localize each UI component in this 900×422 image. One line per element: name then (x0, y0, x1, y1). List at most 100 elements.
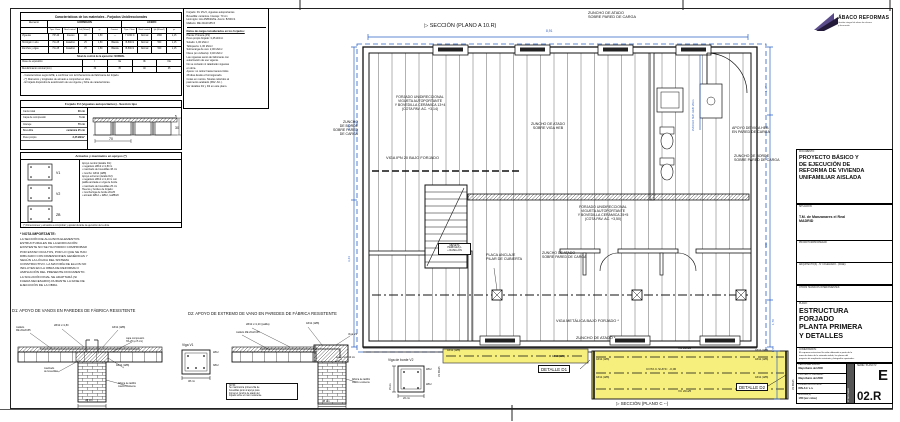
plan-annotation: ZUNCHO DE BORDE SOBRE PARED DE CARGA (734, 154, 780, 163)
plan-annotation: DETALLE D1 (538, 365, 571, 374)
detail-annotation: fábrica de ladrillo macizo existente (118, 382, 137, 388)
detail-annotation: capa compresión HA-25 (e=5 cm) (126, 337, 145, 343)
armado-note-line: • armado 2Ø12 + 2Ø12, 1eØ8/20 (82, 194, 119, 198)
svg-text:ZB: ZB (56, 213, 61, 217)
table-footnote: - El forjado dispondrá de autorización d… (23, 81, 111, 84)
note-line: Solado: 1,00 kN/m² (186, 41, 209, 45)
armado-note-line: • negativos 2Ø12 L=1,80 m (82, 165, 113, 169)
detail-annotation: fábrica de ladrillo macizo existente (352, 378, 371, 384)
detail-annotation: 38 cm (188, 380, 196, 383)
forjado-schematic: 70 30 5 (88, 108, 181, 149)
table-row: Hormigón in situ HA-25 Estadíst. 25 1,50… (21, 40, 181, 47)
column-header: fyk (N/mm²) (152, 27, 168, 33)
note-line: Forjado: FU 25+5, viguetas autoportantes (186, 11, 235, 14)
table-row: Zunchos y vigas HA-25 Estadíst. 25 1,50 … (21, 47, 181, 54)
svg-text:V1: V1 (56, 171, 60, 175)
column-header: Nivel control (63, 27, 78, 33)
column-header: Tipo- Clase (122, 27, 138, 33)
sheet-title: ESTRUCTURA FORJADO PLANTA PRIMERA Y DETA… (799, 305, 863, 340)
note-line: LA SECCIÓN DE ALGUNOS ELEMENTOS (20, 237, 80, 241)
detail-annotation: 2Ø12 (426, 384, 432, 386)
detail-annotation: mallazo ME 20x20 Ø5 (236, 331, 260, 334)
detail-annotation: 25 cm (389, 383, 392, 390)
svg-text:70: 70 (109, 137, 113, 141)
note-line: autorización de uso vigente. (186, 59, 219, 63)
note-line: Nieve (en cubierta): 0,40 kN/m² (186, 52, 223, 56)
armado-note-line: • zuncho: 1Ø12 (1Ø8) (82, 171, 107, 175)
note-line: POR ESTAR OCULTOS, POR LO QUE SE HAN (20, 249, 87, 254)
note-line: pavimento acabado (PAV. AC.). (186, 81, 223, 85)
group-header-concrete: HORMIGÓN (48, 21, 123, 27)
dimension-label: 8,91 (546, 29, 553, 33)
dimension-label: 1,17 (764, 86, 768, 92)
note-line: Las viguetas serán de fabricante con (186, 55, 229, 59)
detail-annotation: 3Ø12 (213, 365, 219, 367)
materials-table-title: Características de los materiales - Forj… (21, 13, 181, 21)
note-line: Mallazo: ME 20x20 Ø5-5 (186, 22, 216, 26)
plan-annotation: ZUNCHO DE ATADO SOBRE PARED DE CARGA (588, 11, 637, 20)
note-line: Bovedilla: cerámica. Intereje: 70 cm (186, 14, 228, 18)
spec-row: Canto total 30 cm (21, 108, 87, 115)
title-block-arquitecto: ARQUITECTO(S) - Nº COLEGIADO - (FASE): (796, 262, 893, 286)
plan-annotation: 1Ø12 (1Ø8) (552, 355, 566, 358)
column-header: Tipo- Clase (48, 27, 63, 33)
note-line: EXISTENTE NO SE HA PODIDO COMPROBAR (20, 245, 87, 250)
important-note: * NOTA IMPORTANTE: LA SECCIÓN DE ALGUNOS… (20, 232, 112, 287)
dimension-label: 3,44 (347, 256, 351, 262)
title-field: ESCALA(S): 1/50 (ver cotas) (798, 394, 817, 401)
note-line: Peso propio forjado: 3,45 kN/m² (186, 37, 224, 41)
armado-box: Armados y macizados en apoyos (*) V1 V2 … (20, 152, 182, 228)
spec-row: Intereje 70 cm (21, 122, 87, 129)
forjado-box-title: Forjado FU (viguetas autoportantes) - Se… (21, 101, 181, 109)
plan-annotation: DETALLE D2 (736, 383, 769, 392)
note-line: Ver detalles D1 y D2 en este plano. (186, 85, 228, 89)
plan-annotation: 1Ø12 (1Ø8) (755, 376, 769, 379)
sheet-number-box: SERIE / PLANO Nº E 02.R (857, 364, 888, 403)
plan-annotation: 1Ø12 (1Ø8) (596, 376, 610, 379)
note-line: DIBUJADO CON DIMENSIONES GENÉRICAS Y (20, 253, 88, 258)
detail-annotation: Viga de borde V2 (388, 358, 414, 362)
note-line: en obra. (186, 66, 197, 70)
title-block-plano: PLANO: ESTRUCTURA FORJADO PLANTA PRIMERA… (796, 300, 893, 348)
detail-annotation: apoyo mín. 10 cm (336, 356, 356, 359)
plan-annotation: VC 20x25 (678, 346, 692, 350)
plan-annotation: VIGA METÁLICA BAJO FORJADO * (556, 318, 619, 323)
detail-annotation: 38 cm (85, 398, 93, 402)
detail-annotation: 38 cm (322, 399, 330, 403)
plan-annotation: FORJADO UNIDIRECCIONAL VIGUETA AUTOPORTA… (394, 95, 446, 112)
plan-annotation: ZUNCHO DE ATADO SOBRE PARED DE CARGA (542, 251, 587, 260)
detail-annotation: 1Ø12 (1Ø8) (116, 364, 130, 367)
detail-annotation: Viga V1 (182, 343, 194, 347)
column-header: Nivel control (137, 27, 153, 33)
note-line: EJECUCIÓN DE LA OBRA. (20, 282, 58, 287)
plan-annotation: FORJADO UNIDIRECCIONAL VIGUETA AUTOPORTA… (577, 205, 629, 222)
column-header: γc (93, 27, 108, 33)
armado-box-title: Armados y macizados en apoyos (*) (21, 153, 181, 161)
note-line: SEGÚN LA LÓGICA DEL SISTEMA (20, 257, 70, 262)
armado-notes: Apoyo central (detalle D1):• negativos 2… (80, 160, 181, 222)
general-notes: Forjado: FU 25+5, viguetas autoportantes… (183, 8, 269, 109)
note-line: No se cortarán ni taladrarán viguetas (186, 63, 230, 67)
detail-annotation: 2Ø12 L=1,20 (patilla) (246, 323, 270, 326)
sheet-series-letter: E (877, 366, 888, 384)
note-line: 28 días desde el hormigonado. (186, 74, 223, 78)
column-header: Consist. (108, 27, 123, 33)
detail-annotation: NOTA: Se macizará la primera fila de bov… (226, 383, 298, 400)
table-footnote: - (*) Diámetros y longitudes de armado a… (23, 77, 91, 81)
cell-element: Viguetas (21, 34, 49, 40)
dimension-label: 1,70 (771, 319, 775, 325)
armado-sections: V1 V2 ZB (21, 160, 80, 223)
title-field: FECHA DEL PLANO: Mayo/Junio del 2008 (797, 364, 846, 374)
note-line: Sobrecarga de uso: 2,00 kN/m² (186, 48, 223, 52)
dimension-label: 4,50 (764, 242, 768, 248)
spec-row: Capa de compresión 5 cm (21, 115, 87, 122)
materials-table-groups: Elemento HORMIGÓN ACERO (21, 21, 181, 28)
dimension-label: ZUNCHO SUP. HEB: 26cm (692, 99, 695, 131)
table-footnotes: - Características según EHE, a confirmar… (21, 73, 181, 86)
svg-text:5: 5 (175, 114, 177, 118)
logo-brand-text: ÁBACO REFORMAS (838, 15, 890, 21)
exposure-row: Recubrimiento nominal (mm) 30 35 40 45 (21, 66, 181, 73)
notes-header: Datos de carga considerados en los forja… (186, 29, 245, 33)
